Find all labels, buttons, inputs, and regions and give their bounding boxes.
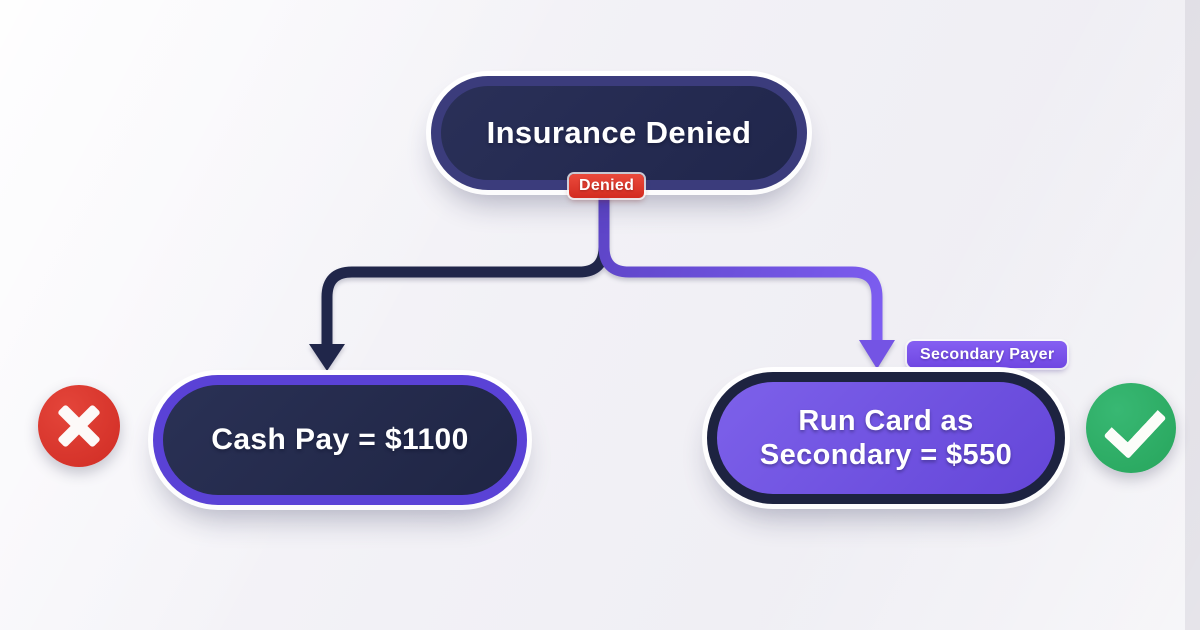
node-insurance-denied-label: Insurance Denied [486,115,752,150]
node-run-card-secondary: Run Card as Secondary = $550 [707,372,1065,504]
x-icon [38,385,120,467]
node-run-card-line1: Run Card as [798,405,974,437]
right-arrowhead [859,340,895,369]
badge-secondary-payer-label: Secondary Payer [920,345,1055,363]
edge-badge-denied-label: Denied [579,177,635,194]
node-run-card-line2: Secondary = $550 [759,439,1013,471]
edge-badge-denied: Denied [569,174,645,198]
connector-right-branch [598,162,895,369]
check-icon [1086,383,1176,473]
background-right-shade [1185,0,1200,630]
left-arrowhead [309,344,345,371]
node-cash-pay-label: Cash Pay = $1100 [211,423,469,456]
check-icon-tick [1103,394,1167,460]
node-cash-pay: Cash Pay = $1100 [153,375,527,505]
node-insurance-denied: Insurance Denied [431,76,807,190]
badge-secondary-payer: Secondary Payer [907,341,1068,368]
connector-left-branch [309,162,610,371]
